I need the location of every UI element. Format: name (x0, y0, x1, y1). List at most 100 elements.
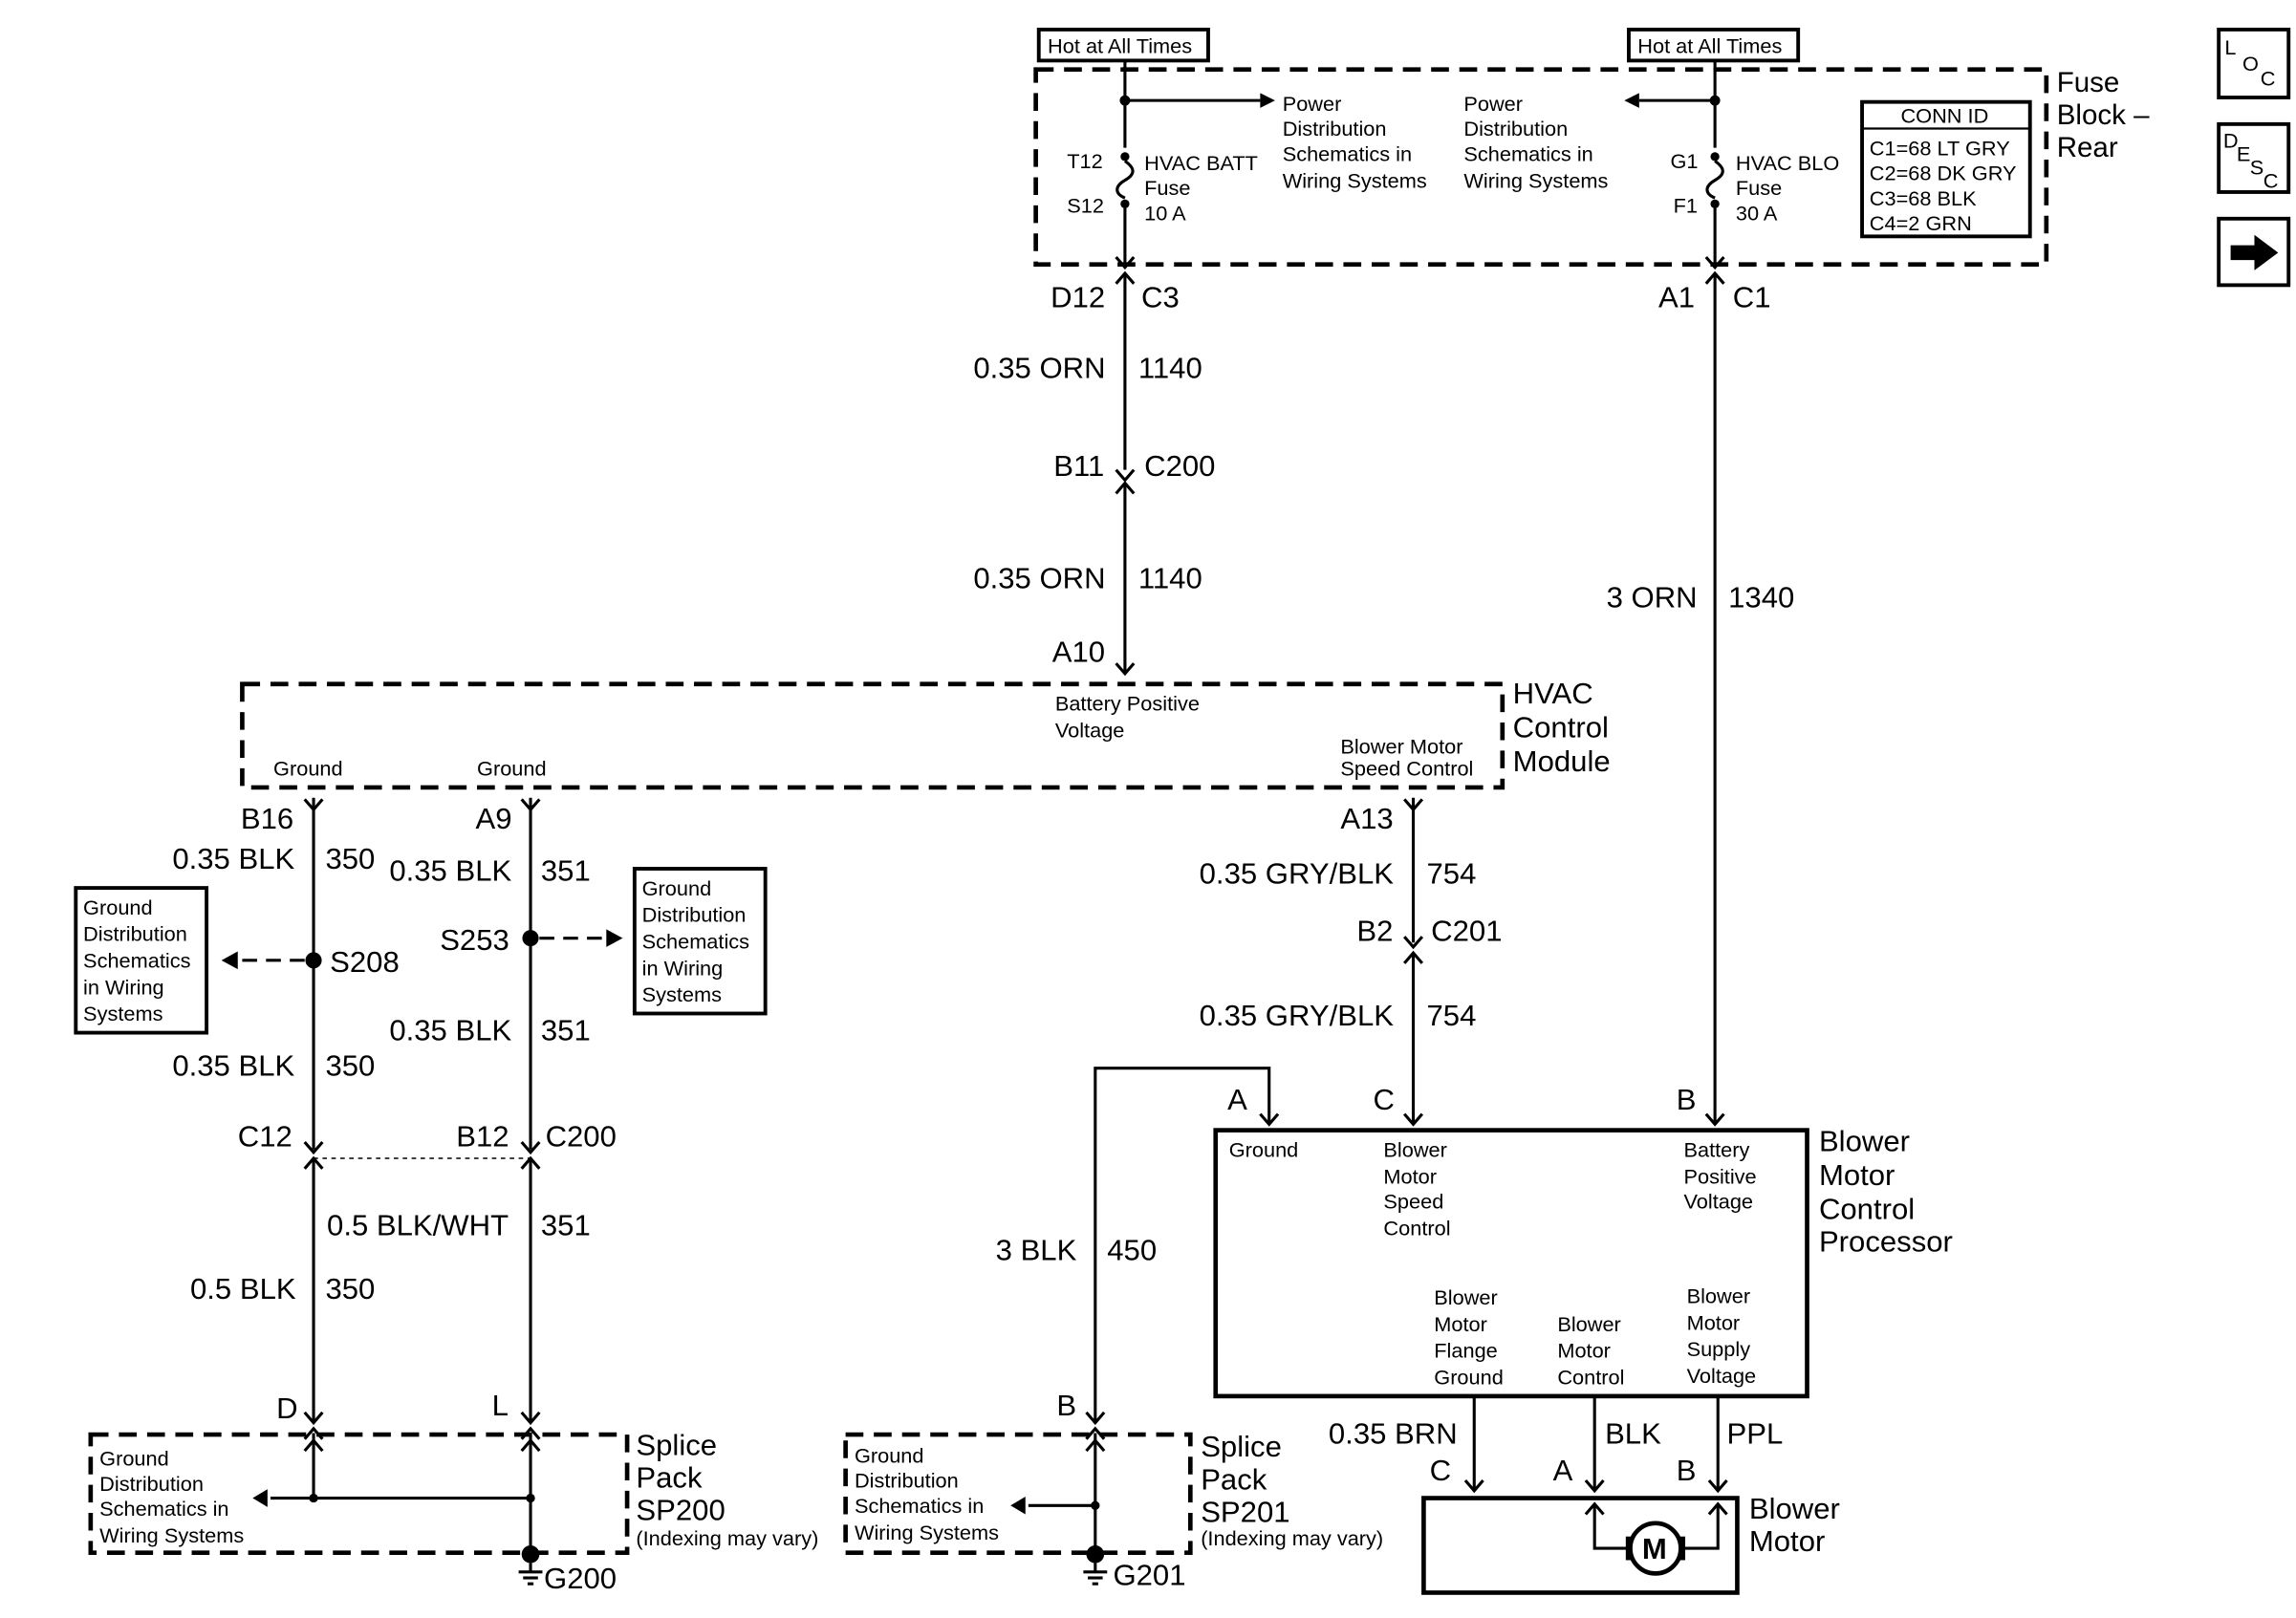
sp201-gd-2: Distribution (855, 1469, 959, 1493)
pin-c1: C1 (1733, 281, 1771, 314)
pd-right-1: Power (1283, 92, 1342, 116)
bmcp-supply-1: Blower (1687, 1284, 1750, 1308)
wire-ppl-label: PPL (1727, 1416, 1784, 1450)
wire-350-gauge-3: 0.5 BLK (190, 1272, 296, 1305)
sp201-gd-1: Ground (855, 1443, 924, 1467)
wire-351-gauge-3: 0.5 BLK/WHT (327, 1208, 509, 1241)
wire-1140-gauge-2: 0.35 ORN (973, 561, 1105, 594)
wire-450 (1094, 1067, 1271, 1423)
sp201-name-2: Pack (1201, 1462, 1267, 1496)
wire-351-gauge-2: 0.35 BLK (389, 1013, 511, 1046)
circuit-1340: A1 C1 3 ORN 1340 B (1607, 255, 1794, 1127)
pin-b-bmcp: B (1677, 1083, 1697, 1116)
pd-left-arrow-icon (1624, 93, 1639, 108)
fuse1-top-pin: T12 (1067, 149, 1102, 173)
hvac-bpv-1: Battery Positive (1055, 692, 1200, 716)
hot-label-2: Hot at All Times (1637, 34, 1782, 58)
desc-button[interactable]: D E S C (2217, 121, 2291, 194)
a10-pin-icon (1115, 662, 1136, 677)
wire-350-circuit-1: 350 (325, 842, 375, 875)
wire-brn-label: 0.35 BRN (1329, 1416, 1458, 1450)
motor-symbol: M (1642, 1532, 1667, 1565)
sp201-gd-3: Schematics in (855, 1494, 984, 1518)
hvac-name-2: Control (1513, 710, 1609, 744)
bmcp-pin-b-icon (1704, 1112, 1725, 1127)
sp201-ref-arrow-icon (1010, 1496, 1026, 1515)
fuse2-label-1: HVAC BLO (1736, 151, 1839, 175)
ground-ref-mid-frame (632, 867, 768, 1016)
pd-right-3: Schematics in (1283, 142, 1412, 166)
pd-left-3: Schematics in (1463, 142, 1592, 166)
motor-lead-b (1681, 1503, 1720, 1550)
bmcp-control-1: Blower (1557, 1312, 1620, 1336)
splice-s253-dot (522, 930, 539, 947)
c201-connector-icon (1403, 936, 1424, 950)
sp200-junction-l (526, 1493, 535, 1503)
gnd-left-1: Ground (83, 895, 153, 919)
conn-id-row-2: C2=68 DK GRY (1870, 162, 2017, 185)
wire-351-circuit-2: 351 (541, 1013, 591, 1046)
ground-ref-box-left[interactable]: Ground Distribution Schematics in Wiring… (74, 886, 209, 1035)
g201-eyelet (1086, 1545, 1105, 1564)
gnd-mid-5: Systems (642, 982, 723, 1006)
hvac-module-outline (240, 681, 1505, 790)
wire-350-gauge-1: 0.35 BLK (172, 842, 294, 875)
gnd-left-3: Schematics (83, 949, 191, 973)
pin-b-sp201: B (1056, 1389, 1076, 1422)
sp200-gd-1: Ground (99, 1447, 169, 1471)
fuse1-symbol-icon (1116, 160, 1135, 200)
wire-754-circuit-2: 754 (1427, 999, 1477, 1032)
hvac-name-1: HVAC (1513, 677, 1593, 710)
fuse-block: Hot at All Times Hot at All Times Fuse B… (1033, 27, 2150, 268)
motor-pin-c-icon (1463, 1478, 1484, 1494)
loc-letter-c: C (2261, 67, 2276, 91)
pin-d12: D12 (1051, 281, 1105, 314)
pd-right-4: Wiring Systems (1283, 168, 1427, 192)
pin-c201: C201 (1431, 915, 1502, 948)
motor-feed-wires: 0.35 BRN BLK PPL C A B (1329, 1395, 1784, 1494)
wire-351-circuit-1: 351 (541, 853, 591, 887)
bmcp-supply-2: Motor (1687, 1310, 1741, 1334)
circuit-351: A9 0.35 BLK 351 S253 0.35 BLK 351 B12 C2… (314, 797, 623, 1440)
pd-right-arrow-icon (1260, 93, 1275, 108)
sp200-name-2: Pack (636, 1461, 703, 1495)
fuse-block-name-3: Rear (2057, 132, 2118, 163)
motor-lead-b-arrow-icon (1707, 1501, 1728, 1516)
fuse1-label-3: 10 A (1144, 201, 1186, 225)
sp200-pin-l-icon (520, 1411, 541, 1426)
sp201-note: (Indexing may vary) (1201, 1526, 1383, 1550)
loc-button[interactable]: L O C (2217, 27, 2291, 99)
splice-pack-sp200: G200 Ground Distribution Schematics in W… (88, 1429, 818, 1595)
pin-b12: B12 (456, 1120, 509, 1154)
pin-c3: C3 (1141, 281, 1180, 314)
bmcp-pin-c-icon (1403, 1112, 1424, 1127)
c12-connector-icon (303, 1140, 324, 1155)
bmcp-bpv-2: Positive (1683, 1164, 1756, 1188)
fuse-block-outline (1033, 67, 2049, 268)
fuse1-label-1: HVAC BATT (1144, 151, 1258, 175)
sp200-gd-4: Wiring Systems (99, 1523, 244, 1547)
sp201-name-3: SP201 (1201, 1495, 1289, 1528)
pin-c-bmcp: C (1374, 1083, 1395, 1116)
hvac-name-3: Module (1513, 744, 1611, 778)
sp201-outline (843, 1432, 1193, 1556)
pin-b-motor: B (1677, 1454, 1697, 1487)
bmcp-bpv-1: Battery (1683, 1137, 1749, 1161)
next-page-button[interactable] (2217, 216, 2291, 288)
bmcp-supply-4: Voltage (1687, 1364, 1757, 1388)
pin-b11: B11 (1053, 449, 1104, 483)
c200-connector-icon (1115, 468, 1136, 483)
c3-connector-icon (1115, 255, 1136, 270)
sp201-junction (1091, 1500, 1100, 1510)
bmcp-name-2: Motor (1819, 1158, 1895, 1192)
pin-c-motor: C (1430, 1454, 1451, 1487)
ground-ref-box-mid[interactable]: Ground Distribution Schematics in Wiring… (632, 867, 768, 1016)
desc-button-frame (2217, 121, 2291, 194)
pin-a13: A13 (1340, 802, 1393, 835)
wire-754-circuit-1: 754 (1427, 857, 1477, 891)
gnd-mid-3: Schematics (642, 930, 750, 954)
motor-symbol-icon (1628, 1521, 1683, 1576)
sp200-gd-2: Distribution (99, 1472, 204, 1496)
wire-1140-gauge-1: 0.35 ORN (973, 352, 1105, 385)
fuse-block-name-1: Fuse (2057, 67, 2120, 98)
